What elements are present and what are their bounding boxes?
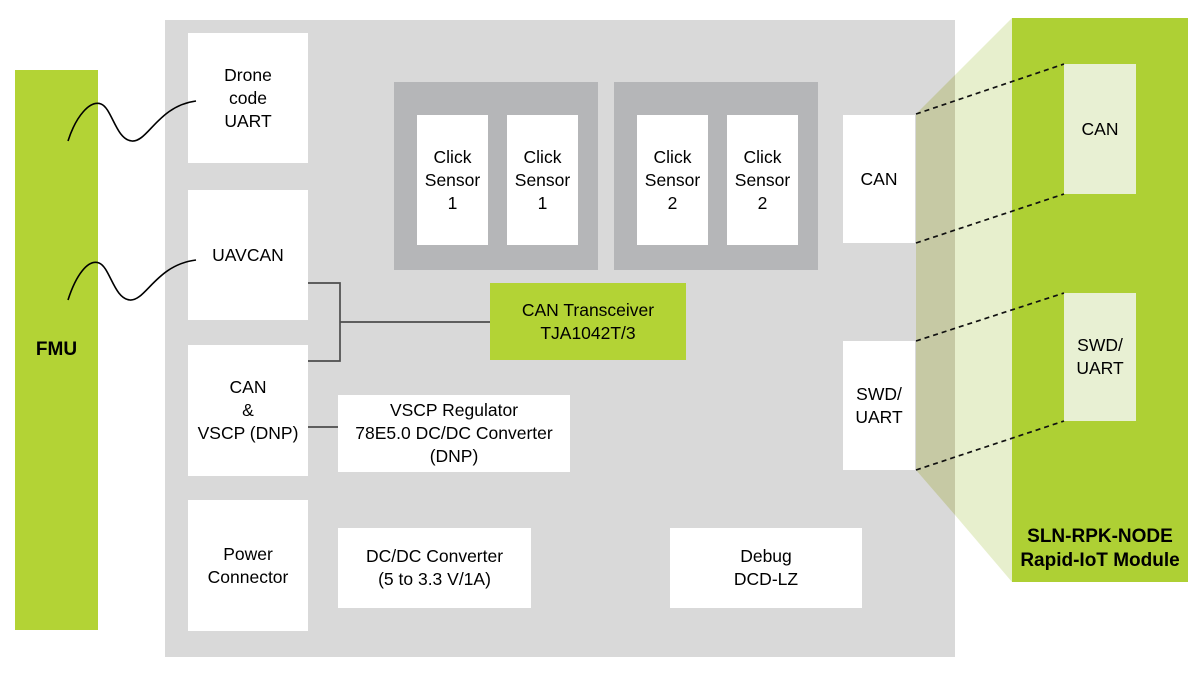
sln-rpk-node-module: CAN SWD/ UART SLN-RPK-NODE Rapid-IoT Mod…: [1012, 18, 1188, 582]
block-vscp-regulator: VSCP Regulator 78E5.0 DC/DC Converter (D…: [338, 395, 570, 472]
block-can-transceiver: CAN Transceiver TJA1042T/3: [490, 283, 686, 360]
fmu-label: FMU: [35, 339, 78, 360]
module-title: SLN-RPK-NODE Rapid-IoT Module: [1020, 526, 1180, 571]
module-can-port: CAN: [1064, 64, 1136, 194]
block-swd-uart-host: SWD/ UART: [843, 341, 915, 470]
block-can-host: CAN: [843, 115, 915, 243]
block-can-vscp-dnp: CAN & VSCP (DNP): [188, 345, 308, 476]
block-debug-dcd-lz: Debug DCD-LZ: [670, 528, 862, 608]
block-dcdc-converter: DC/DC Converter (5 to 3.3 V/1A): [338, 528, 531, 608]
block-click-sensor-1a: Click Sensor 1: [417, 115, 488, 245]
module-swd-uart-port: SWD/ UART: [1064, 293, 1136, 421]
block-power-connector: Power Connector: [188, 500, 308, 631]
block-click-sensor-2a: Click Sensor 2: [637, 115, 708, 245]
click-sensor-group-2: Click Sensor 2 Click Sensor 2: [614, 82, 818, 270]
block-click-sensor-1b: Click Sensor 1: [507, 115, 578, 245]
block-drone-code-uart: Drone code UART: [188, 33, 308, 163]
fmu-bar: FMU: [15, 70, 98, 630]
click-sensor-group-1: Click Sensor 1 Click Sensor 1: [394, 82, 598, 270]
perspective-fan-light: [955, 18, 1012, 582]
block-uavcan: UAVCAN: [188, 190, 308, 320]
block-click-sensor-2b: Click Sensor 2: [727, 115, 798, 245]
